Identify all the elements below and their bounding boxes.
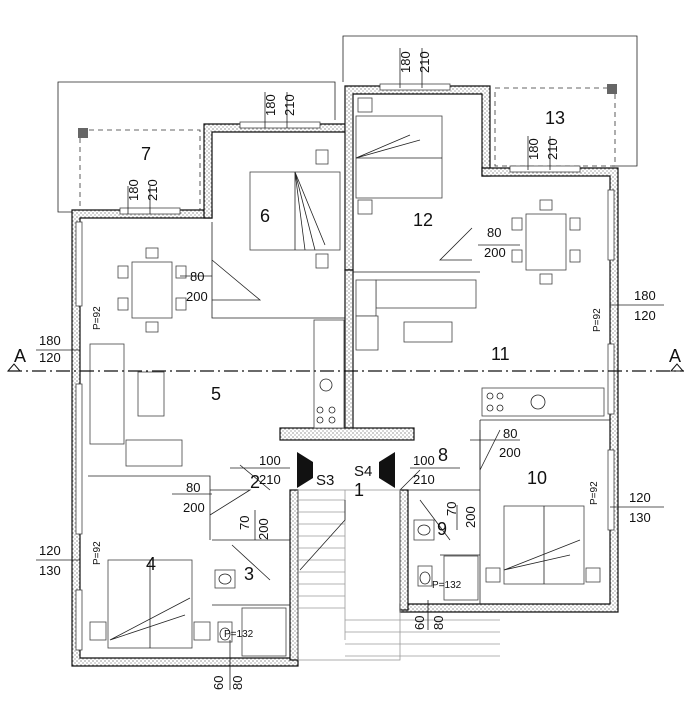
dim-w10-120: 120 <box>629 490 651 505</box>
room-10-label: 10 <box>527 468 547 488</box>
dim-w11-180: 180 <box>634 288 656 303</box>
dim-d3-200: 200 <box>256 518 271 540</box>
room-2-label: 2 <box>250 472 260 492</box>
dim-w7-210: 210 <box>145 179 160 201</box>
section-a-right: A <box>669 346 681 366</box>
dim-d9-200: 200 <box>463 506 478 528</box>
dim-d8-100: 100 <box>413 453 435 468</box>
room-11-label: 11 <box>491 344 510 364</box>
dim-w13-180: 180 <box>526 138 541 160</box>
dim-b3-60: 60 <box>211 676 226 690</box>
stair-s4-label: S4 <box>354 463 372 480</box>
window-sill-labels: P=92 P=92 P=92 P=92 P=132 P=132 <box>92 306 603 640</box>
dimension-lines <box>36 48 664 690</box>
annotation-labels: A A S3 S4 <box>14 346 681 489</box>
section-line <box>6 363 685 372</box>
dim-d12-200: 200 <box>484 245 506 260</box>
room-5-label: 5 <box>211 384 221 404</box>
beds <box>89 97 601 649</box>
dim-w11-120: 120 <box>634 308 656 323</box>
sill-room5: P=92 <box>92 306 103 330</box>
room-1-label: 1 <box>354 480 364 500</box>
sill-room11: P=92 <box>592 308 603 332</box>
dim-d2-100: 100 <box>259 453 281 468</box>
section-a-left: A <box>14 346 26 366</box>
room-13-label: 13 <box>545 108 565 128</box>
room-6-label: 6 <box>260 206 270 226</box>
dimension-labels: 180 210 180 210 180 210 180 210 70 200 7… <box>39 51 656 690</box>
dim-b3-80: 80 <box>230 676 245 690</box>
bathroom-fixtures <box>214 519 479 657</box>
sill-room10: P=92 <box>589 481 600 505</box>
dim-w5-120: 120 <box>39 350 61 365</box>
dim-d10-200: 200 <box>499 445 521 460</box>
dim-d12-80: 80 <box>487 225 501 240</box>
dim-d3-70: 70 <box>237 516 252 530</box>
room-12-label: 12 <box>413 210 433 230</box>
dim-d10-80: 80 <box>503 426 517 441</box>
kitchens <box>313 319 605 429</box>
dim-w5-180: 180 <box>39 333 61 348</box>
dim-w4-120: 120 <box>39 543 61 558</box>
stair-s3-label: S3 <box>316 472 334 489</box>
wc-room3: P=132 <box>224 629 254 640</box>
stairs <box>297 452 500 661</box>
dim-d6-80: 80 <box>190 269 204 284</box>
dim-d6-200: 200 <box>186 289 208 304</box>
room-3-label: 3 <box>244 564 254 584</box>
dim-d2-210: 210 <box>259 472 281 487</box>
terrace-outlines <box>57 35 638 213</box>
dim-d4-80: 80 <box>186 480 200 495</box>
dim-w12-210: 210 <box>417 51 432 73</box>
dim-d4-200: 200 <box>183 500 205 515</box>
dim-d8-210: 210 <box>413 472 435 487</box>
door-swings <box>209 227 501 581</box>
dim-d9-70: 70 <box>444 502 459 516</box>
dim-w7-180: 180 <box>126 179 141 201</box>
dim-w13-210: 210 <box>545 138 560 160</box>
dim-b9-60: 60 <box>412 616 427 630</box>
room-9-label: 9 <box>437 519 447 539</box>
dim-w6-210: 210 <box>282 94 297 116</box>
dining-tables <box>117 199 581 333</box>
dim-w4-130: 130 <box>39 563 61 578</box>
dim-w12-180: 180 <box>398 51 413 73</box>
room-8-label: 8 <box>438 445 448 465</box>
room-7-label: 7 <box>141 144 151 164</box>
dim-b9-80: 80 <box>431 616 446 630</box>
living-furniture <box>89 279 477 467</box>
dim-w10-130: 130 <box>629 510 651 525</box>
sill-room4: P=92 <box>92 541 103 565</box>
wc-room9: P=132 <box>432 580 462 591</box>
room-4-label: 4 <box>146 554 156 574</box>
room-labels: 1 2 3 4 5 6 7 8 9 10 11 12 13 <box>141 108 565 584</box>
dim-w6-180: 180 <box>263 94 278 116</box>
